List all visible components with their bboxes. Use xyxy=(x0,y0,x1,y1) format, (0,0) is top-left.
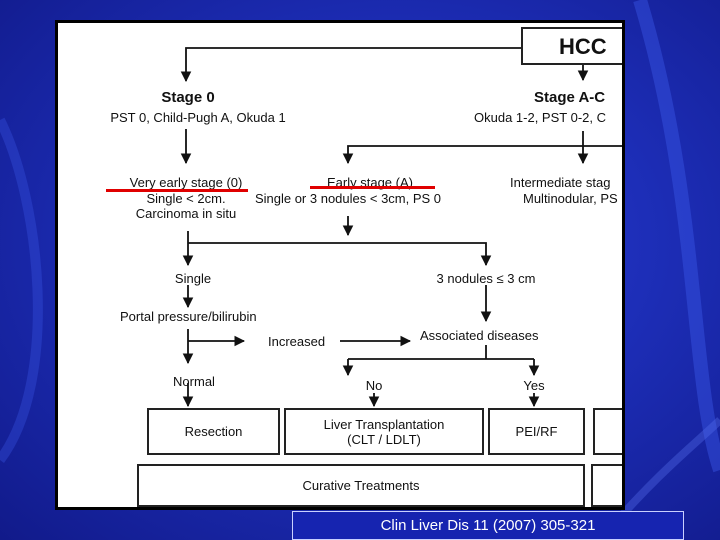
very-early-insitu: Carcinoma in situ xyxy=(135,206,237,221)
early-stage-detail: Single or 3 nodules < 3cm, PS 0 xyxy=(254,191,442,206)
pei-rf-box: PEI/RF xyxy=(488,408,585,455)
stage0-detail: PST 0, Child-Pugh A, Okuda 1 xyxy=(110,110,286,125)
connector-lines xyxy=(180,47,622,408)
transplant-type: (CLT / LDLT) xyxy=(347,431,421,447)
partial-box-right xyxy=(593,408,622,455)
early-underline xyxy=(310,186,435,189)
very-early-underline xyxy=(106,189,248,192)
citation-box: Clin Liver Dis 11 (2007) 305-321 xyxy=(292,511,684,540)
hcc-label: HCC xyxy=(559,33,607,59)
hcc-box: HCC xyxy=(521,27,622,65)
curative-treatments-label: Curative Treatments xyxy=(302,478,420,493)
normal-label: Normal xyxy=(173,374,215,389)
pei-rf-label: PEI/RF xyxy=(515,424,558,439)
three-nodules-label: 3 nodules ≤ 3 cm xyxy=(436,271,536,286)
stageAC-detail: Okuda 1-2, PST 0-2, C xyxy=(474,110,606,125)
citation-text: Clin Liver Dis 11 (2007) 305-321 xyxy=(380,517,596,534)
curative-treatments-box: Curative Treatments xyxy=(137,464,585,507)
yes-label: Yes xyxy=(523,378,545,393)
intermediate-stage-detail: Multinodular, PS xyxy=(523,191,618,206)
associated-diseases-label: Associated diseases xyxy=(420,328,539,343)
very-early-size: Single < 2cm. xyxy=(146,191,226,206)
flowchart-panel: HCC Stage 0 PST 0, Child-Pugh A, Okuda 1… xyxy=(55,20,625,510)
single-label: Single xyxy=(174,271,212,286)
transplant-label: Liver Transplantation xyxy=(323,416,445,432)
stageAC-title: Stage A-C xyxy=(534,89,606,106)
partial-box-right-bottom xyxy=(591,464,622,507)
resection-label: Resection xyxy=(184,424,243,439)
stage0-title: Stage 0 xyxy=(161,89,215,106)
no-label: No xyxy=(365,378,383,393)
very-early-stage-label: Very early stage (0) xyxy=(129,175,243,190)
portal-pressure-label: Portal pressure/bilirubin xyxy=(120,309,257,324)
increased-label: Increased xyxy=(268,334,326,349)
transplant-box: Liver Transplantation (CLT / LDLT) xyxy=(284,408,484,455)
intermediate-stage-label: Intermediate stag xyxy=(510,175,611,190)
resection-box: Resection xyxy=(147,408,280,455)
